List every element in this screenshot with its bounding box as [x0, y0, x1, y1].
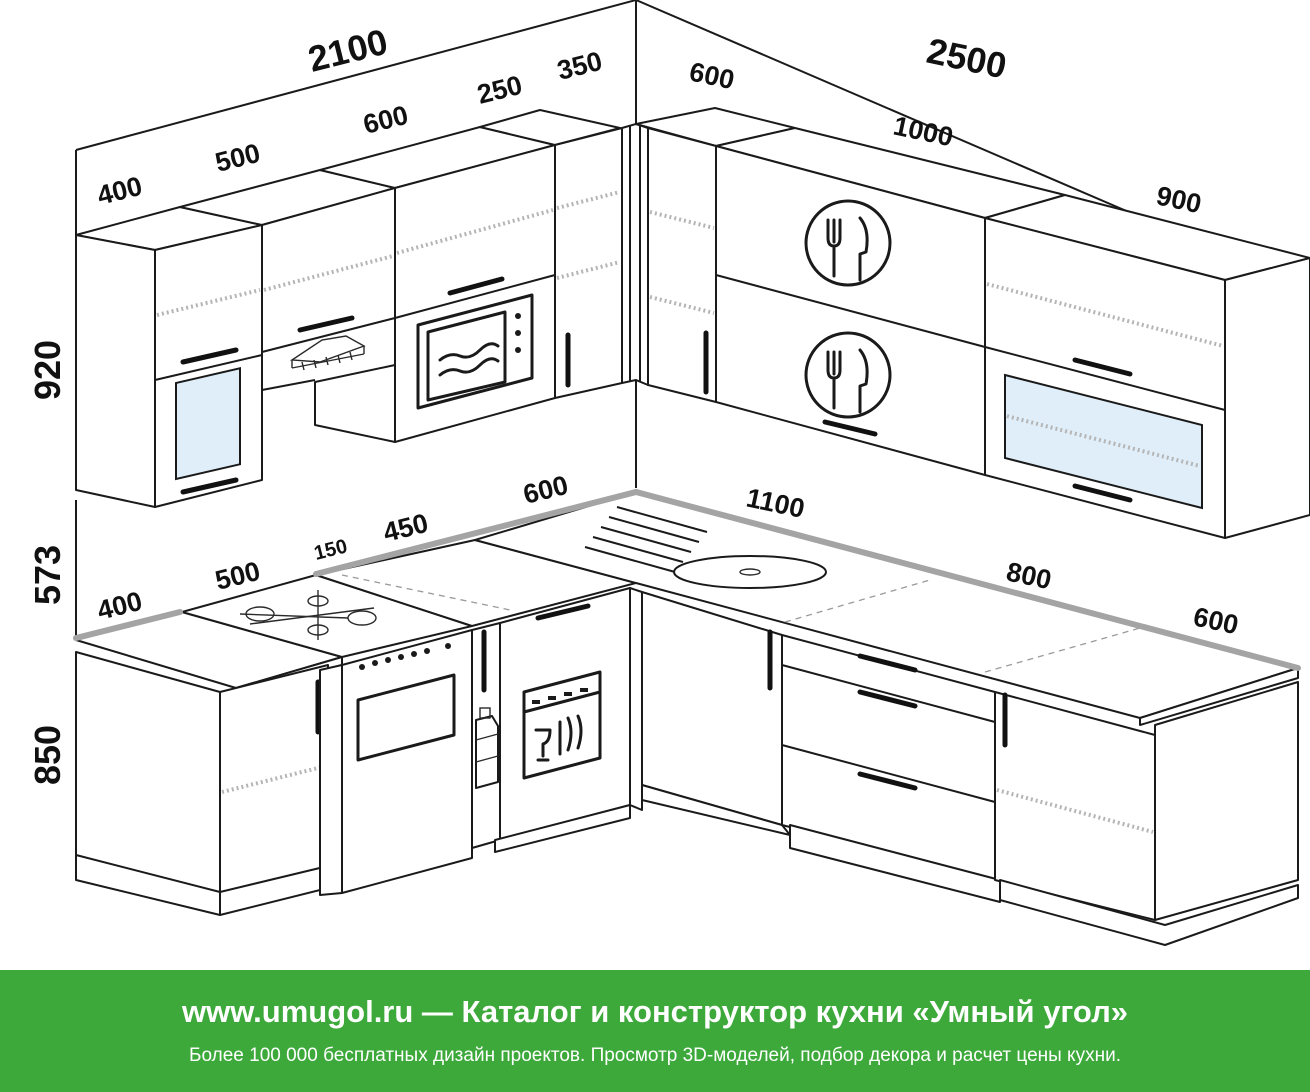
upper-cabinet-250 [479, 109, 623, 399]
dim-upper-500: 500 [212, 138, 263, 178]
microwave-icon [416, 293, 534, 410]
lower-drawers-800 [781, 634, 1001, 903]
dim-lower-1100: 1100 [744, 483, 808, 525]
banner-title-link[interactable]: www.umugol.ru — Каталог и конструктор ку… [181, 994, 1129, 1029]
countertop [73, 488, 1301, 726]
lower-corner [629, 587, 643, 811]
dim-top-2100: 2100 [304, 21, 392, 80]
dim-lower-right-600: 600 [1191, 602, 1241, 641]
dim-upper-250: 250 [474, 70, 525, 110]
dishwasher-icon [522, 670, 602, 780]
dim-height-920: 920 [27, 340, 68, 400]
dim-upper-400: 400 [94, 171, 145, 211]
upper-cabinet-600-microwave [319, 126, 556, 443]
lower-filler-150 [471, 622, 501, 849]
dim-height-573: 573 [27, 545, 68, 605]
dim-height-850: 850 [27, 725, 68, 785]
lower-cabinet-400 [75, 651, 329, 916]
dim-lower-150: 150 [312, 535, 350, 564]
dim-top-2500: 2500 [923, 30, 1010, 87]
dim-upper-600: 600 [360, 100, 411, 140]
lower-cabinet-right-600 [994, 681, 1299, 946]
corner-upper-filler [621, 123, 649, 386]
banner-subtitle: Более 100 000 бесплатных дизайн проектов… [189, 1045, 1121, 1066]
upper-cabinet-right-900 [984, 194, 1310, 539]
glass-door [1004, 373, 1203, 510]
upper-cabinet-400 [75, 206, 263, 508]
dim-lower-500: 500 [212, 556, 263, 596]
upper-cabinet-500-hood [179, 169, 396, 443]
lower-cabinet-dishwasher [494, 587, 631, 853]
kitchen-diagram: 2100 2500 400 500 600 250 350 600 1000 9… [27, 0, 1310, 946]
lower-cabinet-1100 [641, 591, 791, 836]
upper-cabinet-right-1000 [715, 127, 1066, 476]
dim-lower-600: 600 [520, 470, 571, 510]
promo-banner: www.umugol.ru — Каталог и конструктор ку… [0, 970, 1310, 1092]
fork-knife-icon [804, 331, 892, 419]
dim-upper-right-1000: 1000 [891, 111, 956, 153]
glass-door [175, 366, 241, 481]
sink-icon [584, 506, 827, 589]
fork-knife-icon [804, 199, 892, 287]
dim-upper-right-900: 900 [1154, 181, 1204, 220]
dim-upper-right-600: 600 [687, 57, 737, 96]
stove-oven [319, 629, 473, 896]
gas-hob-icon [239, 590, 377, 640]
range-hood-icon [289, 335, 366, 371]
dim-upper-350: 350 [554, 46, 605, 86]
dim-lower-450: 450 [380, 508, 431, 548]
